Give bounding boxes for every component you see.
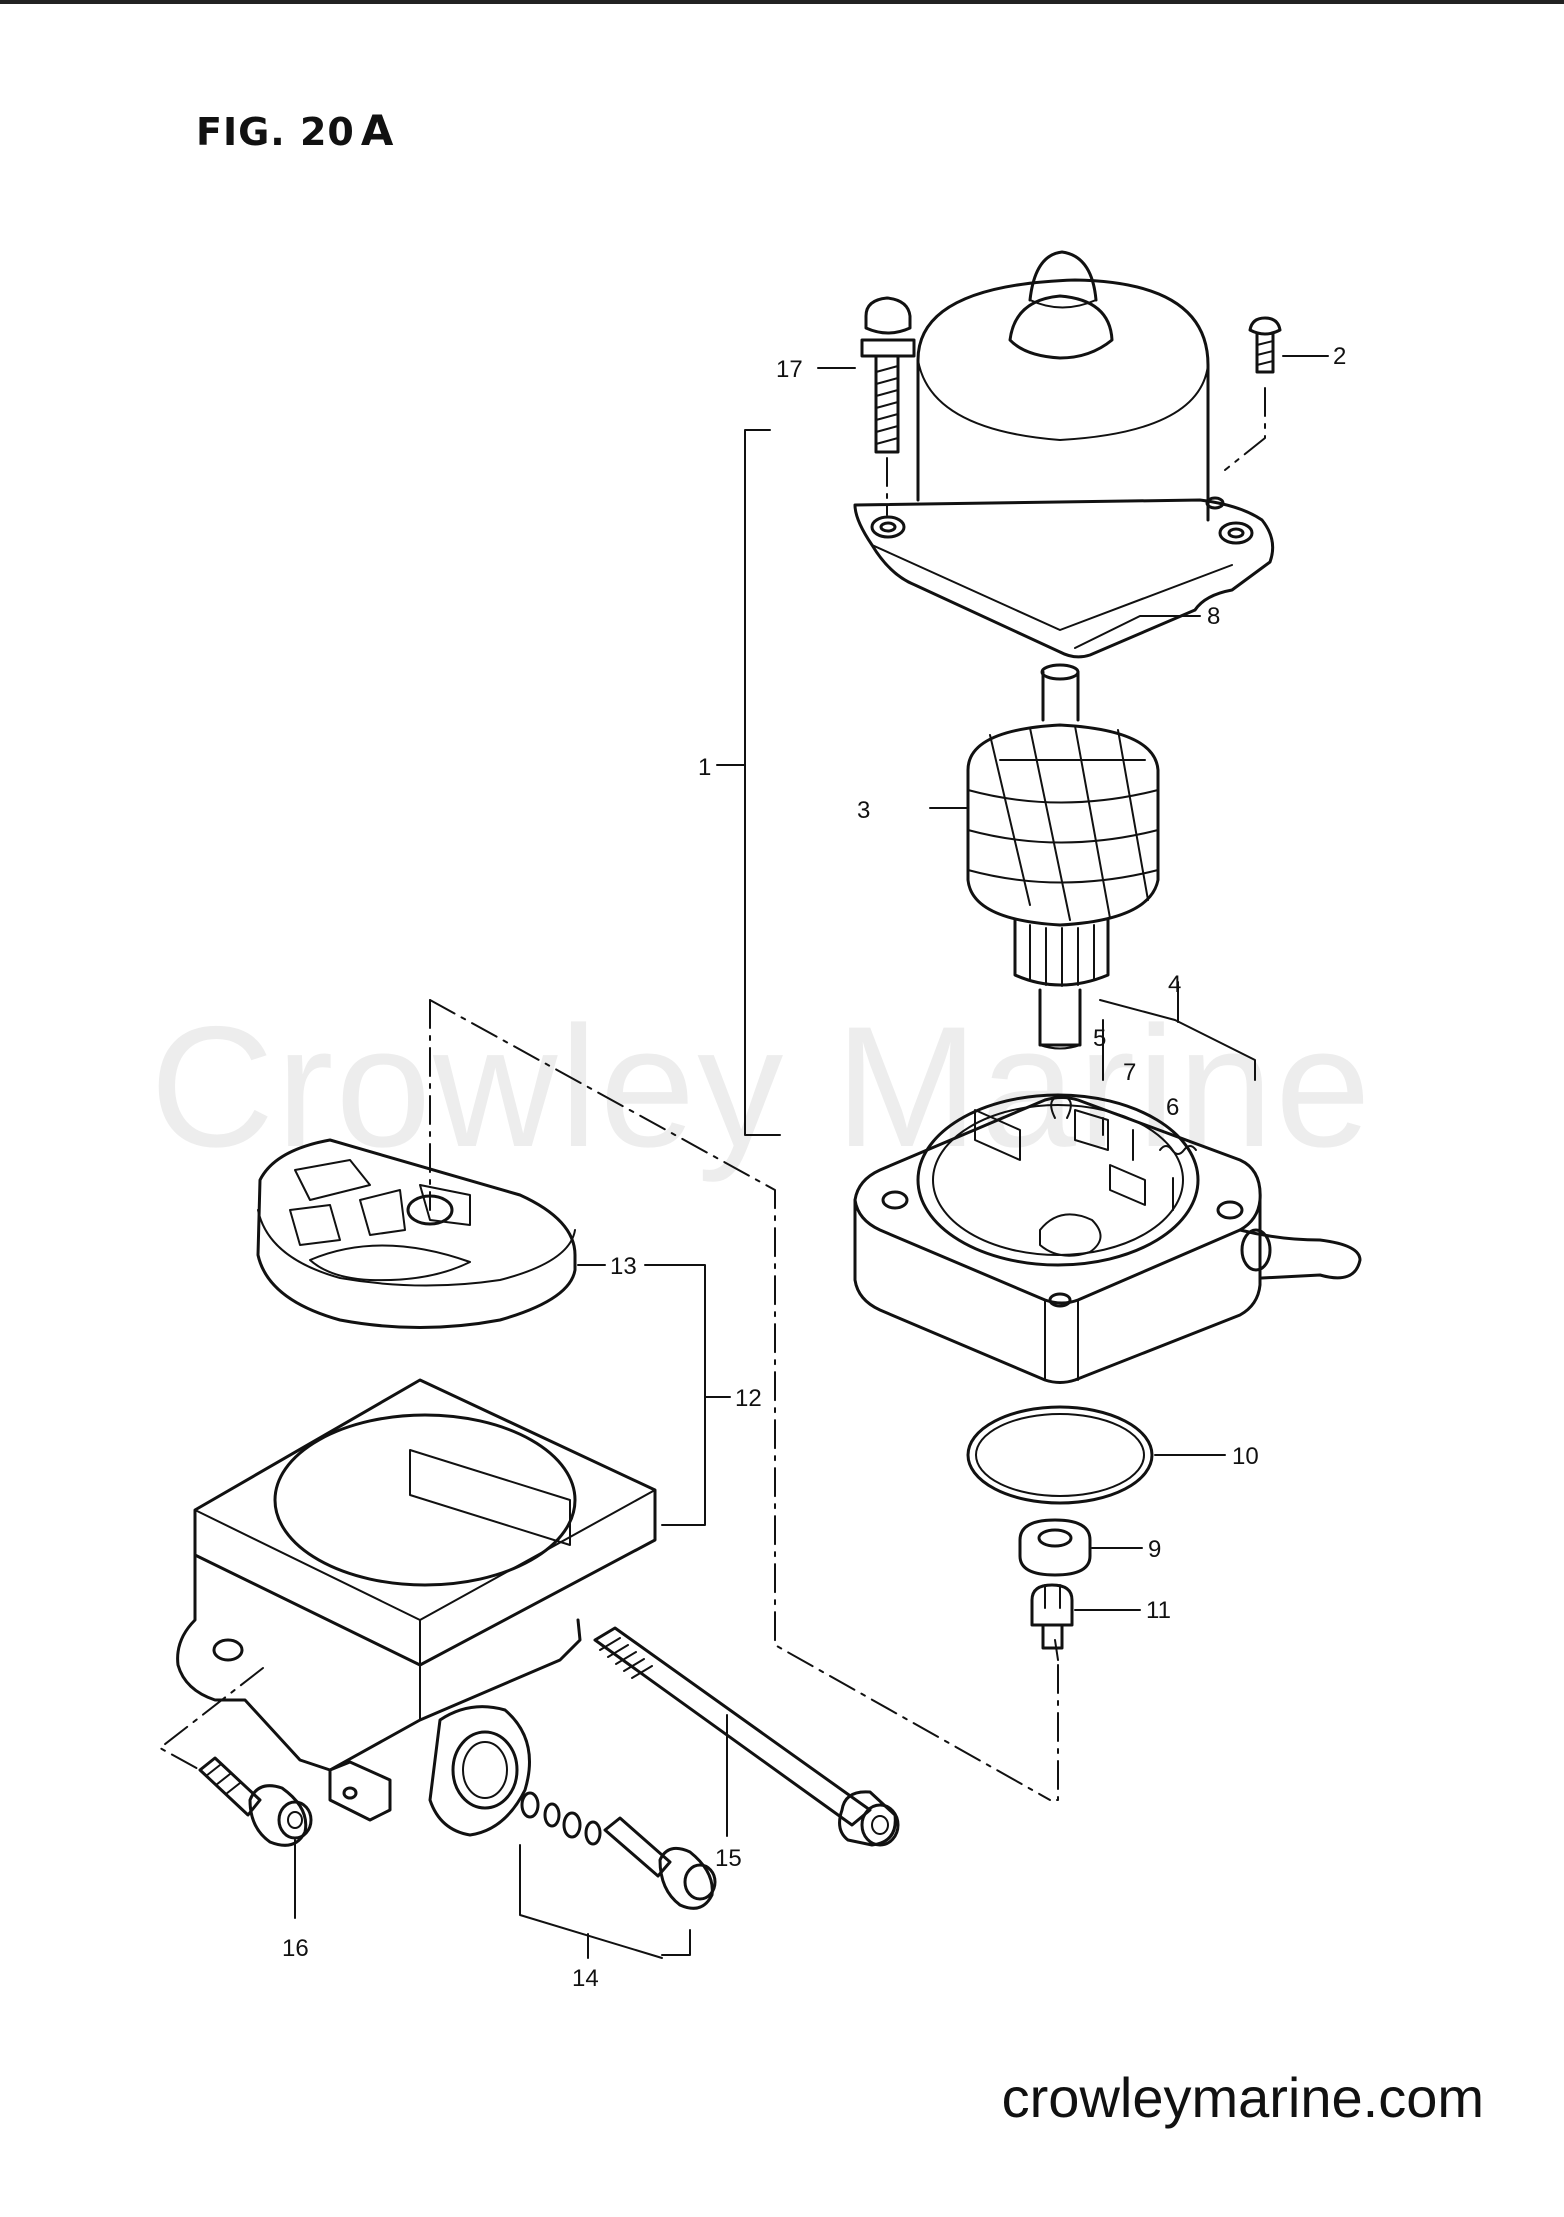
callout-12: 12 (735, 1385, 762, 1412)
callout-8: 8 (1207, 603, 1220, 630)
long-bolt-15 (593, 1626, 900, 1847)
bracket-4 (1099, 981, 1256, 1081)
website-footer: crowleymarine.com (1001, 2066, 1484, 2129)
bracket-12 (644, 1264, 731, 1526)
callout-10: 10 (1232, 1443, 1259, 1470)
screw-2 (1248, 316, 1282, 374)
callout-9: 9 (1148, 1536, 1161, 1563)
brush-holder (853, 1093, 1362, 1384)
leader-lines (294, 355, 1329, 1956)
callout-16: 16 (282, 1935, 309, 1962)
motor-housing (853, 250, 1275, 659)
callout-4: 4 (1168, 971, 1181, 998)
callout-2: 2 (1333, 343, 1346, 370)
callout-17: 17 (776, 356, 803, 383)
bushing-9 (1018, 1518, 1092, 1577)
pump-body-12 (176, 1378, 657, 1837)
callout-14: 14 (572, 1965, 599, 1992)
o-ring-10 (966, 1405, 1154, 1505)
top-border (0, 0, 1564, 4)
callout-15: 15 (715, 1845, 742, 1872)
callout-5: 5 (1093, 1025, 1106, 1052)
callout-1: 1 (698, 754, 711, 781)
valve-assembly-14 (520, 1791, 717, 1910)
bracket-1 (716, 429, 781, 1136)
bracket-14 (519, 1844, 663, 1959)
alignment-lines (159, 387, 1266, 1801)
bolt-16 (198, 1756, 313, 1847)
armature (966, 663, 1160, 1050)
callout-3: 3 (857, 797, 870, 824)
pin-11 (1030, 1583, 1074, 1650)
cover-13 (256, 1138, 577, 1329)
long-bolt-17 (860, 296, 916, 454)
callout-11: 11 (1146, 1597, 1171, 1624)
callout-labels: 1 2 3 4 5 6 7 8 9 10 11 12 13 14 15 16 1… (282, 343, 1346, 1992)
figure-title-text: FIG. 20 (196, 110, 355, 154)
watermark: Crowley Marine (150, 991, 1373, 1183)
figure-title-suffix: A (360, 106, 395, 155)
callout-7: 7 (1123, 1059, 1136, 1086)
callout-6: 6 (1166, 1094, 1179, 1121)
callout-13: 13 (610, 1253, 637, 1280)
